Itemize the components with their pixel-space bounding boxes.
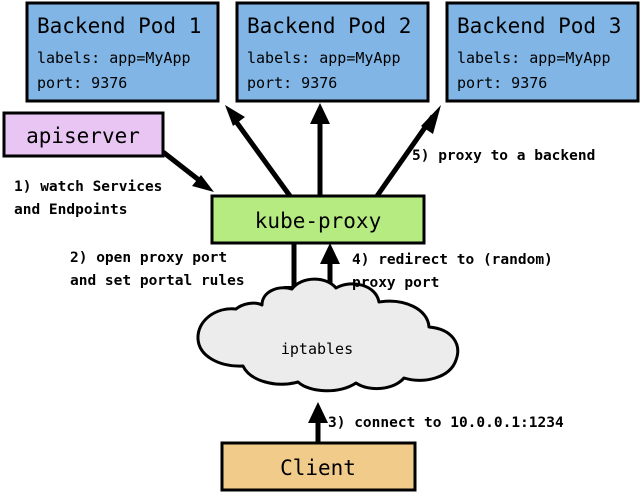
node-backend-pod-1[interactable]: Backend Pod 1 labels: app=MyApp port: 93…	[25, 1, 220, 103]
pod-3-title: Backend Pod 3	[457, 14, 621, 38]
edge-apiserver-to-kubeproxy	[161, 150, 214, 192]
client-label: Client	[280, 456, 356, 480]
edge-kubeproxy-to-pod1	[225, 105, 293, 198]
edge-client-to-iptables	[308, 402, 328, 443]
node-iptables[interactable]: iptables	[196, 277, 460, 393]
step-1-line-2: and Endpoints	[14, 202, 128, 218]
step-3-line-1: 3) connect to 10.0.0.1:1234	[328, 415, 564, 431]
pod-3-port: port: 9376	[457, 74, 547, 92]
node-kube-proxy[interactable]: kube-proxy	[210, 194, 426, 245]
step-2-label: 2) open proxy port and set portal rules	[70, 250, 245, 289]
step-5-line-1: 5) proxy to a backend	[412, 148, 595, 164]
pod-1-port: port: 9376	[37, 74, 127, 92]
iptables-label: iptables	[281, 340, 353, 358]
edge-kubeproxy-to-pod3	[374, 105, 441, 198]
pod-1-title: Backend Pod 1	[37, 14, 201, 38]
edge-kubeproxy-to-pod2	[310, 103, 330, 196]
pod-2-title: Backend Pod 2	[247, 14, 411, 38]
pod-2-port: port: 9376	[247, 74, 337, 92]
pod-1-labels: labels: app=MyApp	[37, 49, 191, 67]
node-backend-pod-3[interactable]: Backend Pod 3 labels: app=MyApp port: 93…	[445, 1, 640, 103]
pod-3-labels: labels: app=MyApp	[457, 49, 611, 67]
step-4-line-2: proxy port	[352, 275, 439, 291]
step-4-line-1: 4) redirect to (random)	[352, 252, 553, 268]
step-4-label: 4) redirect to (random) proxy port	[352, 252, 553, 291]
step-5-label: 5) proxy to a backend	[412, 148, 595, 164]
kube-proxy-label: kube-proxy	[255, 209, 381, 233]
pod-2-labels: labels: app=MyApp	[247, 49, 401, 67]
node-client[interactable]: Client	[220, 441, 417, 492]
node-backend-pod-2[interactable]: Backend Pod 2 labels: app=MyApp port: 93…	[235, 1, 430, 103]
step-3-label: 3) connect to 10.0.0.1:1234	[328, 415, 564, 431]
step-2-line-1: 2) open proxy port	[70, 250, 227, 266]
apiserver-label: apiserver	[26, 124, 140, 148]
step-1-line-1: 1) watch Services	[14, 179, 162, 195]
step-1-label: 1) watch Services and Endpoints	[14, 179, 162, 218]
step-2-line-2: and set portal rules	[70, 273, 245, 289]
node-apiserver[interactable]: apiserver	[2, 111, 165, 158]
